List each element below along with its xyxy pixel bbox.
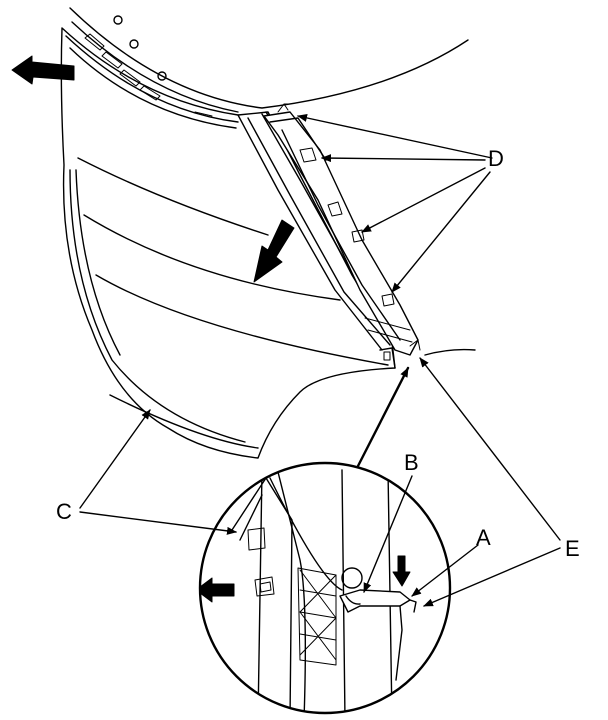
callout-c-leaders	[79, 409, 237, 535]
callout-e-leaders	[419, 357, 561, 607]
side-bracket	[263, 103, 421, 356]
label-e: E	[565, 536, 580, 561]
label-d: D	[488, 146, 504, 171]
label-b: B	[404, 450, 419, 475]
vehicle-body-lines	[69, 7, 476, 356]
label-a: A	[476, 525, 491, 550]
label-c: C	[56, 499, 72, 524]
pull-down-arrow	[253, 219, 295, 283]
callout-d-leaders	[297, 113, 493, 293]
callout-b-leader	[363, 475, 413, 593]
pull-out-arrow	[11, 55, 75, 85]
detail-magnified-view	[198, 461, 452, 715]
bumper-cover	[60, 15, 399, 459]
callout-a-leader	[411, 544, 479, 597]
detail-link-arrow	[356, 366, 410, 468]
